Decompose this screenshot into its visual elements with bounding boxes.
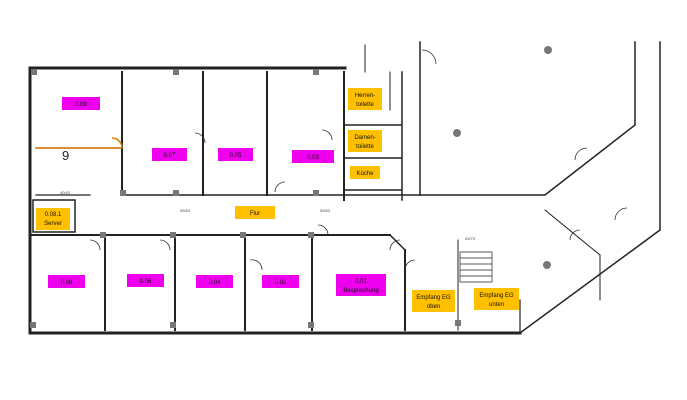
tag-0-02[interactable] — [262, 275, 299, 288]
dim-label: 53/53 — [180, 208, 191, 213]
highlighted-door — [36, 137, 123, 149]
tag-herren-toilette[interactable] — [348, 88, 382, 110]
svg-text:Flur: Flur — [250, 211, 260, 217]
dim-label: 53/53 — [320, 208, 331, 213]
tag-0-09[interactable] — [62, 97, 100, 110]
tag-damen-toilette[interactable] — [348, 130, 382, 152]
svg-text:Server: Server — [44, 221, 62, 227]
svg-text:0.03: 0.03 — [307, 155, 319, 161]
svg-text:0.05: 0.05 — [230, 153, 242, 159]
tag-kueche[interactable] — [350, 166, 380, 179]
tag-empfang-oben[interactable] — [412, 290, 455, 312]
svg-text:unten: unten — [489, 302, 504, 308]
dim-label: 43/70 — [465, 236, 476, 241]
svg-text:Besprechung: Besprechung — [343, 288, 378, 294]
svg-text:Empfang EG: Empfang EG — [479, 293, 514, 299]
tag-empfang-unten[interactable] — [474, 288, 519, 310]
tag-0-05[interactable] — [218, 148, 253, 161]
svg-text:0.04: 0.04 — [209, 280, 221, 286]
svg-text:Herren-: Herren- — [355, 93, 375, 99]
svg-text:0.02: 0.02 — [275, 280, 287, 286]
svg-text:0.01: 0.01 — [355, 279, 367, 285]
svg-text:toilette: toilette — [356, 102, 374, 108]
tag-0-08[interactable] — [48, 275, 85, 288]
tag-0-06[interactable] — [127, 274, 164, 287]
svg-text:0.09: 0.09 — [75, 102, 87, 108]
tag-0-01-besprechung[interactable] — [336, 274, 386, 296]
svg-text:Küche: Küche — [356, 171, 374, 177]
tag-0-07[interactable] — [152, 148, 187, 161]
tag-flur[interactable] — [235, 206, 275, 219]
tag-0-04[interactable] — [196, 275, 233, 288]
walls — [28, 41, 661, 335]
big-room-number: 9 — [62, 148, 69, 163]
room-tags: 0.09 0.07 0.05 0.03 Herren- toilette Dam… — [36, 88, 519, 312]
svg-text:0.07: 0.07 — [164, 153, 176, 159]
svg-text:Empfang EG: Empfang EG — [416, 295, 451, 301]
svg-text:toilette: toilette — [356, 144, 374, 150]
svg-text:0.08: 0.08 — [61, 280, 73, 286]
svg-text:Damen-: Damen- — [354, 135, 375, 141]
tag-0-03[interactable] — [292, 150, 334, 163]
tag-server[interactable] — [36, 208, 70, 230]
doors — [89, 49, 628, 271]
dim-label: 40/43 — [60, 190, 71, 195]
svg-text:0.06: 0.06 — [140, 279, 152, 285]
svg-text:oben: oben — [427, 304, 440, 310]
svg-text:0.08.1: 0.08.1 — [45, 212, 62, 218]
